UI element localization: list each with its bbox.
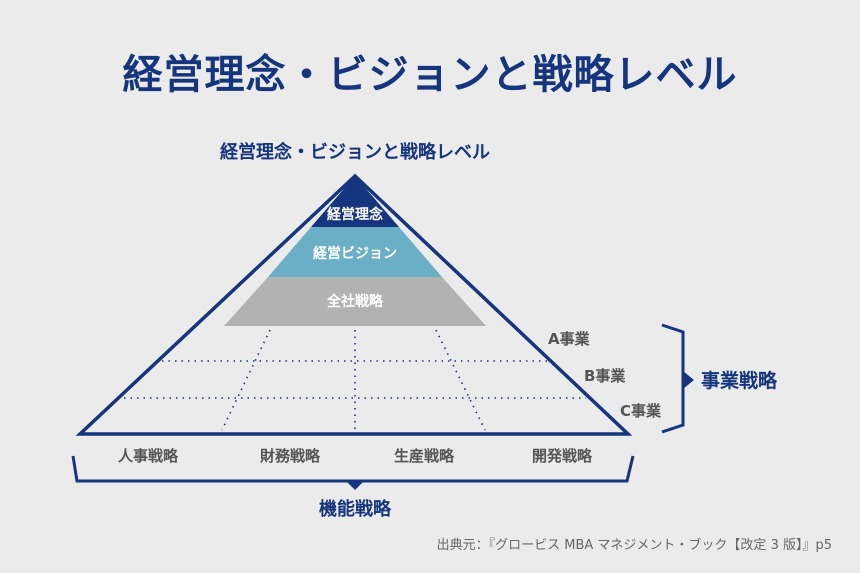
diagram-subtitle: 経営理念・ビジョンと戦略レベル bbox=[220, 141, 490, 163]
source-citation: 出典元：『グロービス MBA マネジメント・ブック【改定 3 版】』p5 bbox=[436, 538, 832, 553]
level-corporate-band bbox=[224, 277, 486, 326]
grid-dotted-lines bbox=[124, 329, 586, 431]
function-production-label: 生産戦略 bbox=[394, 447, 455, 465]
business-strategy-label: 事業戦略 bbox=[701, 369, 778, 392]
level-philosophy-band bbox=[311, 176, 399, 227]
business-bracket bbox=[661, 323, 685, 434]
functional-strategy-label: 機能戦略 bbox=[319, 498, 392, 520]
function-finance-label: 財務戦略 bbox=[259, 447, 321, 465]
divider-production-dev bbox=[435, 329, 486, 431]
level-vision-label: 経営ビジョン bbox=[313, 245, 397, 262]
main-title: 経営理念・ビジョンと戦略レベル bbox=[122, 52, 738, 98]
business-a-label: A事業 bbox=[548, 330, 591, 348]
level-corporate-label: 全社戦略 bbox=[326, 293, 384, 310]
business-c-label: C事業 bbox=[620, 402, 662, 420]
function-dev-label: 開発戦略 bbox=[532, 447, 593, 465]
pyramid-outline bbox=[75, 173, 633, 436]
level-philosophy-label: 経営理念 bbox=[327, 206, 384, 223]
business-arrow-icon bbox=[683, 371, 694, 389]
function-arrow-icon bbox=[346, 481, 364, 490]
level-vision-band bbox=[268, 227, 442, 277]
divider-hr-finance bbox=[221, 329, 271, 431]
business-b-label: B事業 bbox=[584, 367, 626, 385]
function-hr-label: 人事戦略 bbox=[118, 447, 179, 465]
